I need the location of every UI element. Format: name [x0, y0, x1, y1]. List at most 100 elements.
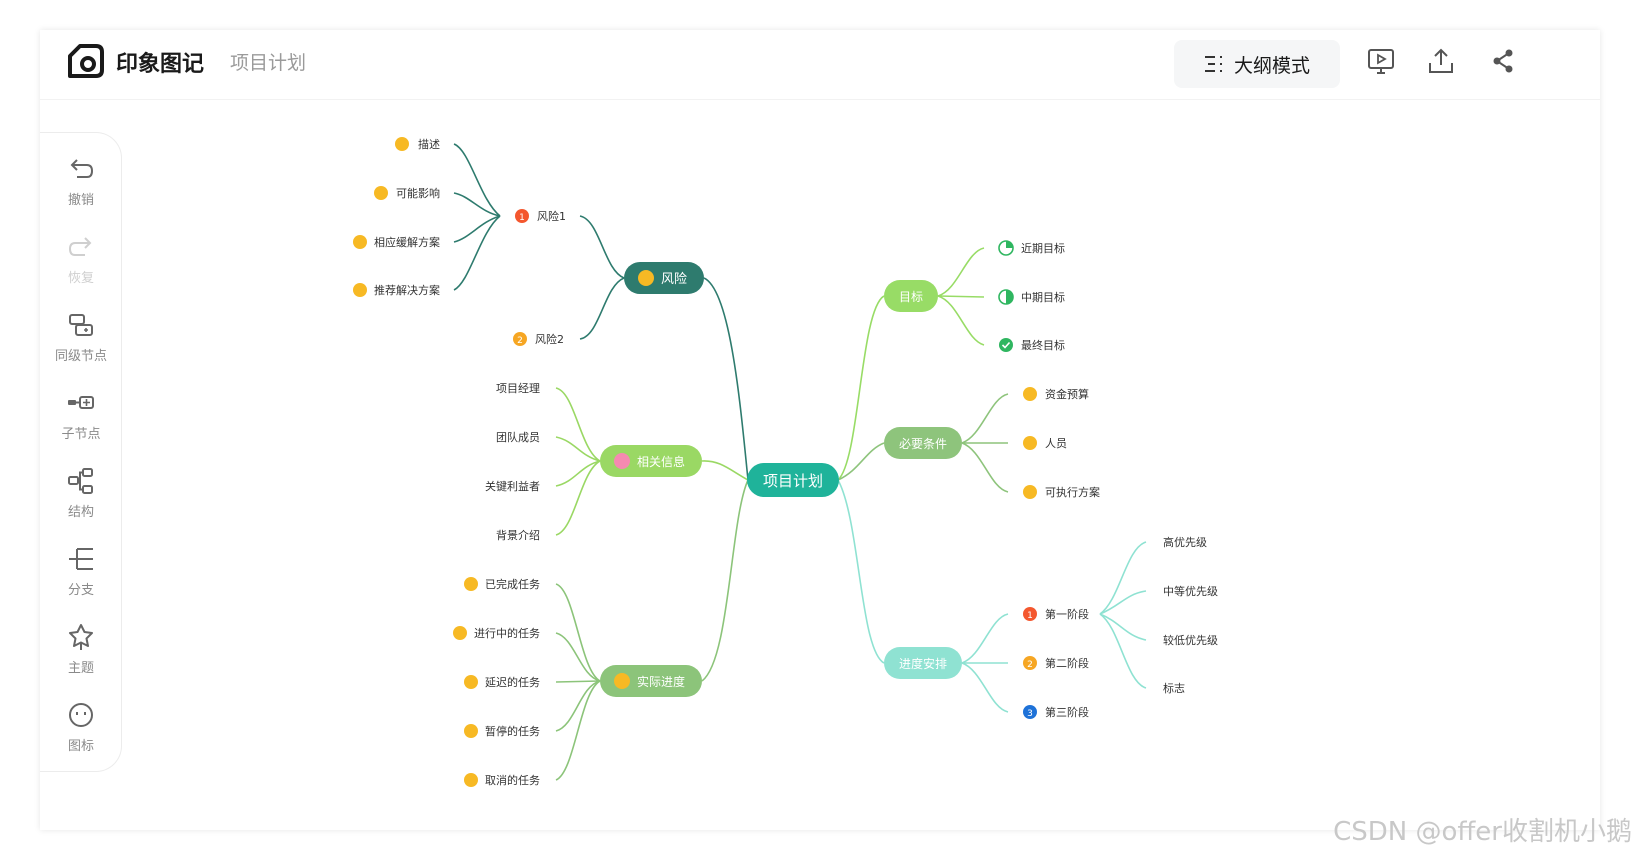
node-req-budget[interactable]: 资金预算: [1023, 387, 1089, 401]
node-risk-1[interactable]: 1 风险1: [515, 209, 566, 223]
outline-mode-label: 大纲模式: [1233, 54, 1310, 77]
branch-label: 必要条件: [899, 437, 947, 451]
badge-text: 2: [1027, 660, 1033, 670]
node-info-stakeholders[interactable]: 关键利益者: [485, 479, 540, 493]
node-progress-paused[interactable]: 暂停的任务: [464, 724, 540, 738]
branch-node-info[interactable]: 相关信息: [600, 445, 702, 477]
node-label: 最终目标: [1021, 338, 1065, 352]
structure-label: 结构: [67, 505, 94, 520]
app-name: 印象图记: [116, 52, 205, 77]
child-node-icon: [68, 396, 94, 409]
branch-node-schedule[interactable]: 进度安排: [884, 647, 962, 679]
thumbs-up-icon: [353, 283, 367, 297]
node-label: 中期目标: [1021, 290, 1065, 304]
pencil-icon: [395, 137, 409, 151]
sticker-button[interactable]: 图标: [40, 701, 122, 767]
priority-2-icon: [1023, 656, 1037, 670]
node-phase1-medium[interactable]: 中等优先级: [1163, 584, 1218, 598]
redo-icon: [68, 237, 92, 256]
priority-3-icon: [1023, 705, 1037, 719]
node-phase1-high[interactable]: 高优先级: [1163, 535, 1207, 549]
node-risk1-impact[interactable]: 可能影响: [374, 186, 440, 200]
node-req-people[interactable]: 人员: [1023, 436, 1067, 450]
node-info-background[interactable]: 背景介绍: [496, 528, 540, 542]
outline-mode-button[interactable]: 大纲模式: [1174, 40, 1340, 88]
badge-text: 1: [519, 213, 525, 223]
node-req-plan[interactable]: 可执行方案: [1023, 485, 1100, 499]
smiling-face-icon: [453, 626, 467, 640]
undo-icon: [70, 159, 94, 178]
node-label: 描述: [418, 137, 440, 151]
node-risk1-solution[interactable]: 推荐解决方案: [353, 283, 440, 297]
node-label: 暂停的任务: [485, 724, 540, 738]
structure-icon: [68, 468, 93, 494]
heart-icon: [353, 235, 367, 249]
undo-label: 撤销: [67, 193, 94, 208]
node-progress-delayed[interactable]: 延迟的任务: [464, 675, 540, 689]
sibling-node-button[interactable]: 同级节点: [40, 311, 122, 377]
branch-label: 风险: [661, 272, 687, 287]
redo-button[interactable]: 恢复: [40, 233, 122, 299]
node-phase1-low[interactable]: 较低优先级: [1163, 633, 1218, 647]
flag-icon: [614, 453, 630, 469]
root-node[interactable]: 项目计划: [747, 463, 839, 497]
laughing-face-icon: [464, 577, 478, 591]
sibling-node-icon: [69, 314, 93, 336]
node-progress-cancelled[interactable]: 取消的任务: [464, 773, 540, 787]
node-label: 取消的任务: [485, 773, 540, 787]
branch-node-progress[interactable]: 实际进度: [600, 665, 702, 697]
node-phase1-flag[interactable]: 标志: [1163, 681, 1185, 695]
node-phase-2[interactable]: 2 第二阶段: [1023, 656, 1089, 670]
child-node-label: 子节点: [61, 427, 101, 442]
node-label: 风险1: [537, 209, 566, 223]
node-phase-3[interactable]: 3 第三阶段: [1023, 705, 1089, 719]
node-risk1-describe[interactable]: 描述: [395, 137, 440, 151]
left-toolbar: 撤销 恢复 同级节点 子节点: [40, 132, 122, 772]
thinking-face-icon: [374, 186, 388, 200]
priority-2-icon: [513, 332, 527, 346]
branch-node-goal[interactable]: 目标: [884, 280, 938, 312]
node-label: 第二阶段: [1045, 656, 1089, 670]
check-circle-icon: [999, 338, 1013, 352]
branch-node-risk[interactable]: 风险: [624, 262, 704, 294]
document-title[interactable]: 项目计划: [230, 52, 307, 74]
share-icon[interactable]: [1488, 46, 1518, 76]
node-phase-1[interactable]: 1 第一阶段: [1023, 607, 1089, 621]
node-goal-short[interactable]: 近期目标: [998, 240, 1065, 256]
node-progress-done[interactable]: 已完成任务: [464, 577, 540, 591]
outline-icon: [1204, 56, 1222, 72]
branch-node-requirement[interactable]: 必要条件: [884, 427, 962, 459]
person-icon: [1023, 436, 1037, 450]
node-goal-mid[interactable]: 中期目标: [998, 289, 1065, 305]
redo-label: 恢复: [67, 271, 94, 286]
shocked-face-icon: [464, 773, 478, 787]
app-window: 印象图记 项目计划 大纲模式: [40, 30, 1600, 830]
priority-1-icon: [1023, 607, 1037, 621]
yen-coin-icon: [1023, 387, 1037, 401]
node-progress-ongoing[interactable]: 进行中的任务: [453, 626, 540, 640]
node-label: 延迟的任务: [485, 675, 540, 689]
node-info-manager[interactable]: 项目经理: [496, 382, 540, 395]
node-goal-final[interactable]: 最终目标: [999, 338, 1065, 352]
export-icon[interactable]: [1426, 46, 1456, 76]
top-bar: 印象图记 项目计划 大纲模式: [40, 30, 1600, 100]
node-label: 推荐解决方案: [374, 283, 440, 297]
node-label: 相应缓解方案: [374, 235, 440, 249]
watermark: CSDN @offer收割机小鹅: [1333, 817, 1632, 847]
branch-button[interactable]: 分支: [40, 545, 122, 611]
node-label: 进行中的任务: [474, 626, 540, 640]
theme-button[interactable]: 主题: [40, 623, 122, 689]
present-icon[interactable]: [1366, 46, 1396, 76]
node-label: 人员: [1045, 437, 1067, 450]
node-risk-2[interactable]: 2 风险2: [513, 332, 564, 346]
structure-button[interactable]: 结构: [40, 467, 122, 533]
branch-label: 目标: [899, 290, 923, 304]
branch-label: 实际进度: [637, 674, 685, 689]
crying-face-icon: [464, 724, 478, 738]
child-node-button[interactable]: 子节点: [40, 389, 122, 455]
branch-label: 分支: [67, 583, 94, 598]
undo-button[interactable]: 撤销: [40, 155, 122, 221]
node-risk1-mitigation[interactable]: 相应缓解方案: [353, 235, 440, 249]
node-info-team[interactable]: 团队成员: [496, 430, 540, 444]
connectors: [453, 143, 1147, 781]
